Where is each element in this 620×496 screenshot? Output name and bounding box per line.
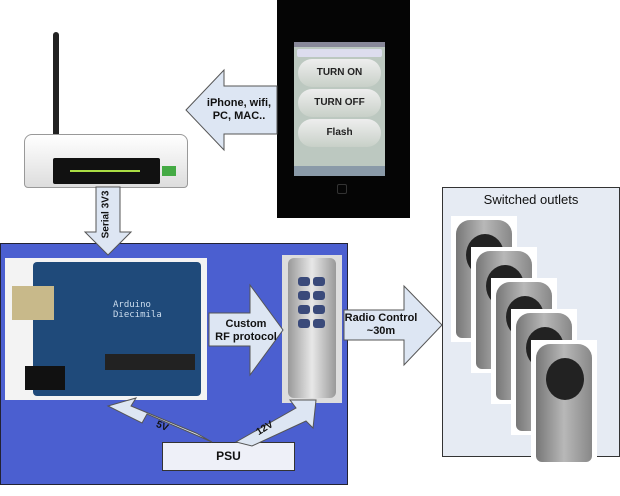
rf-remote [282,255,342,403]
outlets-title: Switched outlets [483,192,579,207]
wifi-arrow-label: iPhone, wifi, PC, MAC.. [206,97,272,122]
phone-home-button[interactable] [337,184,347,194]
psu-5v-arrow [106,397,213,443]
arduino-label: Arduino Diecimila [113,300,162,320]
serial-arrow-label: Serial 3V3 [100,190,112,239]
phone-screen: TURN ON TURN OFF Flash [294,42,385,176]
wifi-arrow [185,68,278,152]
psu-12v-arrow [234,399,317,447]
outlet [531,340,597,466]
remote-button[interactable] [313,291,325,300]
psu-label: PSU [216,449,241,463]
remote-button[interactable] [313,277,325,286]
phone-selector [297,49,382,57]
serial-arrow [83,186,133,256]
arduino-board: Arduino Diecimila [5,258,207,400]
remote-button[interactable] [298,291,310,300]
router-led-strip [70,170,140,172]
remote-button[interactable] [313,305,325,314]
arduino-chip [105,354,195,370]
radio-arrow-label: Radio Control ~30m [344,312,418,337]
remote-button[interactable] [313,319,325,328]
router [20,30,190,190]
router-power-led [162,166,176,176]
radio-arrow [343,284,443,367]
remote-button[interactable] [298,319,310,328]
outlets-panel: Switched outlets [442,187,620,466]
arduino-power-jack [25,366,65,390]
psu-box: PSU [162,442,295,471]
router-antenna [53,32,59,137]
arduino-usb-port [12,286,54,320]
rf-arrow-label: Custom RF protocol [215,318,277,343]
phone-tabbar [294,166,385,176]
remote-button[interactable] [298,305,310,314]
outlet-socket [546,358,584,400]
phone-button-turn-off[interactable]: TURN OFF [298,89,381,117]
phone-button-flash[interactable]: Flash [298,119,381,147]
phone: TURN ON TURN OFF Flash [277,0,410,218]
remote-button[interactable] [298,277,310,286]
phone-button-turn-on[interactable]: TURN ON [298,59,381,87]
phone-statusbar [294,42,385,47]
rf-arrow [208,283,284,377]
